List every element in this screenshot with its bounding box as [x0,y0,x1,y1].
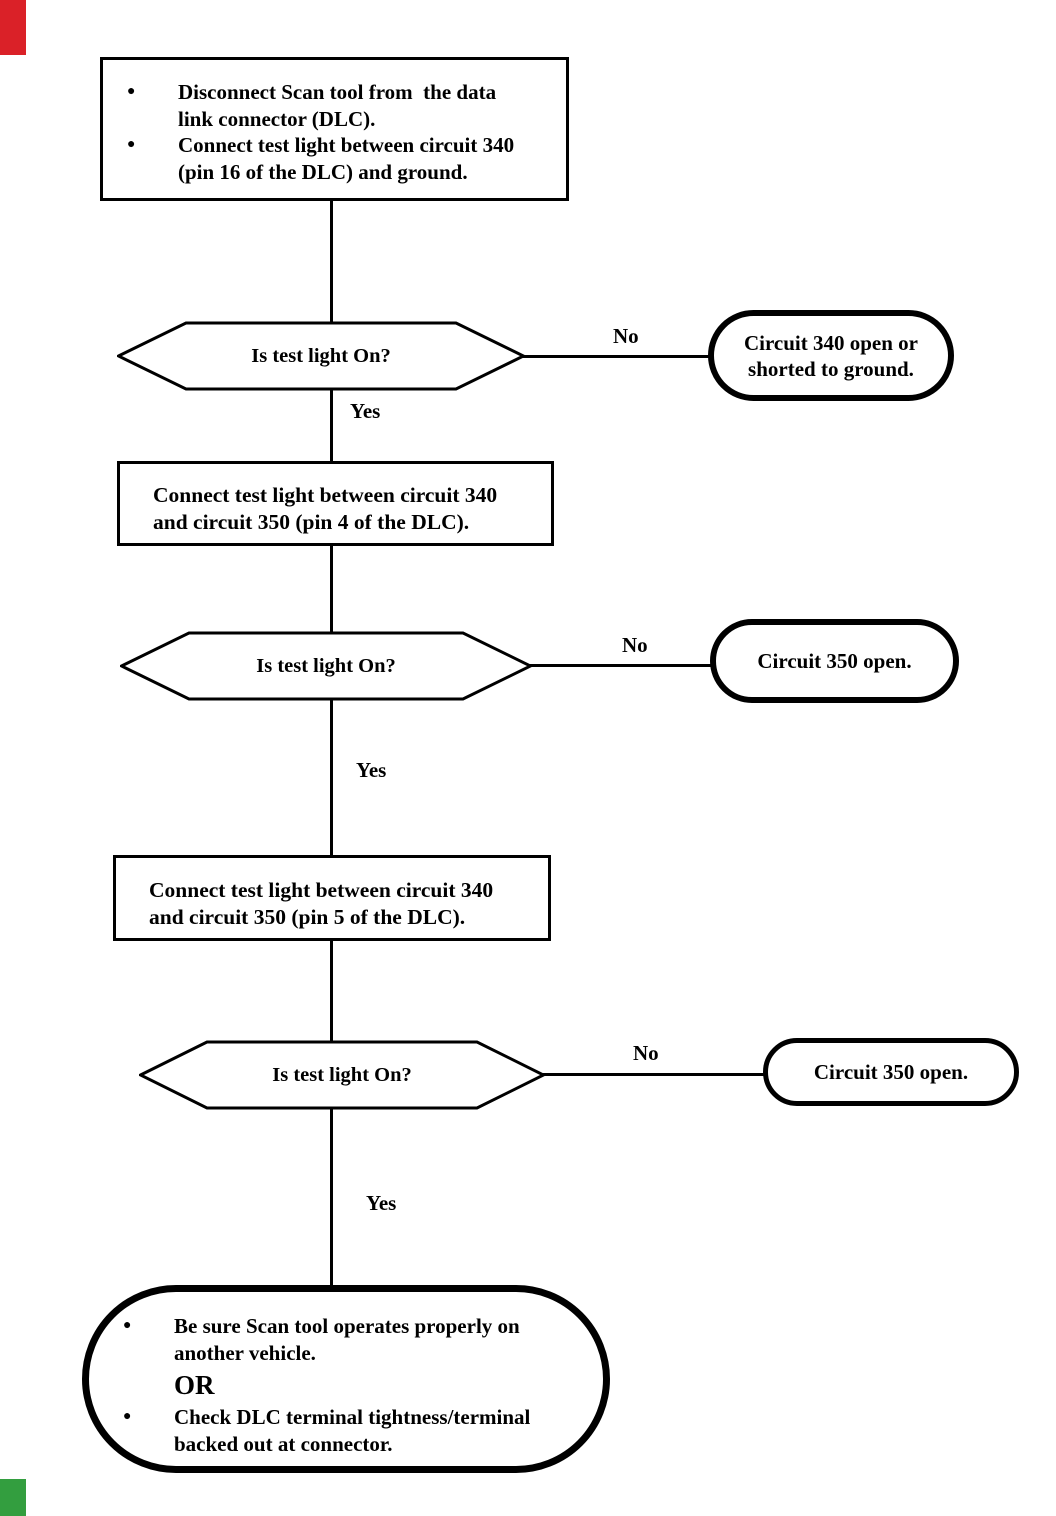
hexagon-shape [139,1040,545,1110]
start-box: ● Disconnect Scan tool from the data lin… [100,57,569,201]
start-step-2-line-1: Connect test light between circuit 340 [178,133,515,157]
process-2-line-1: Connect test light between circuit 340 [153,483,498,507]
start-step-2-text: Connect test light between circuit 340 (… [178,132,514,185]
decision-3-label: Is test light On? [272,1063,412,1086]
end-step-2-line-2: backed out at connector. [174,1432,393,1456]
result-1-terminal: Circuit 340 open or shorted to ground. [708,310,954,401]
result-1-line-2: shorted to ground. [748,356,914,381]
decision-2-label: Is test light On? [256,654,396,677]
bullet-icon: ● [123,1318,132,1333]
yes-label-2: Yes [356,758,387,782]
start-step-2-line-2: (pin 16 of the DLC) and ground. [178,159,468,184]
connector-decision2-to-process3 [330,699,333,857]
start-step-1-line-2: link connector (DLC). [178,106,376,131]
process-3-box: Connect test light between circuit 340 a… [113,855,551,941]
process-2-box: Connect test light between circuit 340 a… [117,461,554,546]
hexagon-shape [117,321,525,391]
end-step-1-line-1: Be sure Scan tool operates properly on [174,1314,520,1338]
end-step-2-line-1: Check DLC terminal tightness/terminal [174,1405,531,1429]
connector-decision1-to-process2 [330,389,333,463]
decision-2-hexagon: Is test light On? [120,631,532,701]
result-2-terminal: Circuit 350 open. [710,619,959,703]
bullet-icon: ● [123,1409,132,1424]
end-step-1: ● Be sure Scan tool operates properly on… [123,1313,595,1367]
result-2-text: Circuit 350 open. [757,649,912,673]
yes-label-3: Yes [366,1191,397,1215]
end-step-2-text: Check DLC terminal tightness/terminal ba… [174,1404,530,1458]
connector-decision2-no [528,664,712,667]
result-1-text: Circuit 340 open or shorted to ground. [744,330,918,382]
process-2-line-2: and circuit 350 (pin 4 of the DLC). [153,510,470,534]
connector-decision1-no [521,355,710,358]
start-step-1-line-1: Disconnect Scan tool from the data [178,80,497,104]
connector-start-to-decision1 [330,200,333,324]
or-label: OR [174,1370,215,1400]
process-3-line-1: Connect test light between circuit 340 [149,878,494,902]
no-label-3: No [633,1041,659,1065]
connector-process2-to-decision2 [330,544,333,633]
end-step-2: ● Check DLC terminal tightness/terminal … [123,1404,595,1458]
result-3-terminal: Circuit 350 open. [763,1038,1019,1106]
start-step-2: ● Connect test light between circuit 340… [127,132,558,185]
start-step-1-text: Disconnect Scan tool from the data link … [178,79,496,132]
end-step-1-text: Be sure Scan tool operates properly on a… [174,1313,520,1367]
connector-decision3-no [541,1073,765,1076]
yes-label-1: Yes [350,399,381,423]
bullet-icon: ● [127,137,136,152]
process-3-line-2: and circuit 350 (pin 5 of the DLC). [149,905,466,929]
end-terminal: ● Be sure Scan tool operates properly on… [82,1285,610,1473]
end-step-1-line-2: another vehicle. [174,1341,316,1365]
hexagon-shape [120,631,532,701]
scan-mark-red [0,0,26,55]
decision-1-label: Is test light On? [251,344,391,367]
start-step-1: ● Disconnect Scan tool from the data lin… [127,79,558,132]
connector-decision3-to-end [330,1107,333,1287]
result-1-line-1: Circuit 340 open or [743,330,919,355]
result-3-text: Circuit 350 open. [813,1060,969,1084]
bullet-icon: ● [127,84,136,99]
no-label-2: No [622,633,648,657]
decision-3-hexagon: Is test light On? [139,1040,545,1110]
no-label-1: No [613,324,639,348]
decision-1-hexagon: Is test light On? [117,321,525,391]
connector-process3-to-decision3 [330,939,333,1042]
scan-mark-green [0,1479,26,1516]
